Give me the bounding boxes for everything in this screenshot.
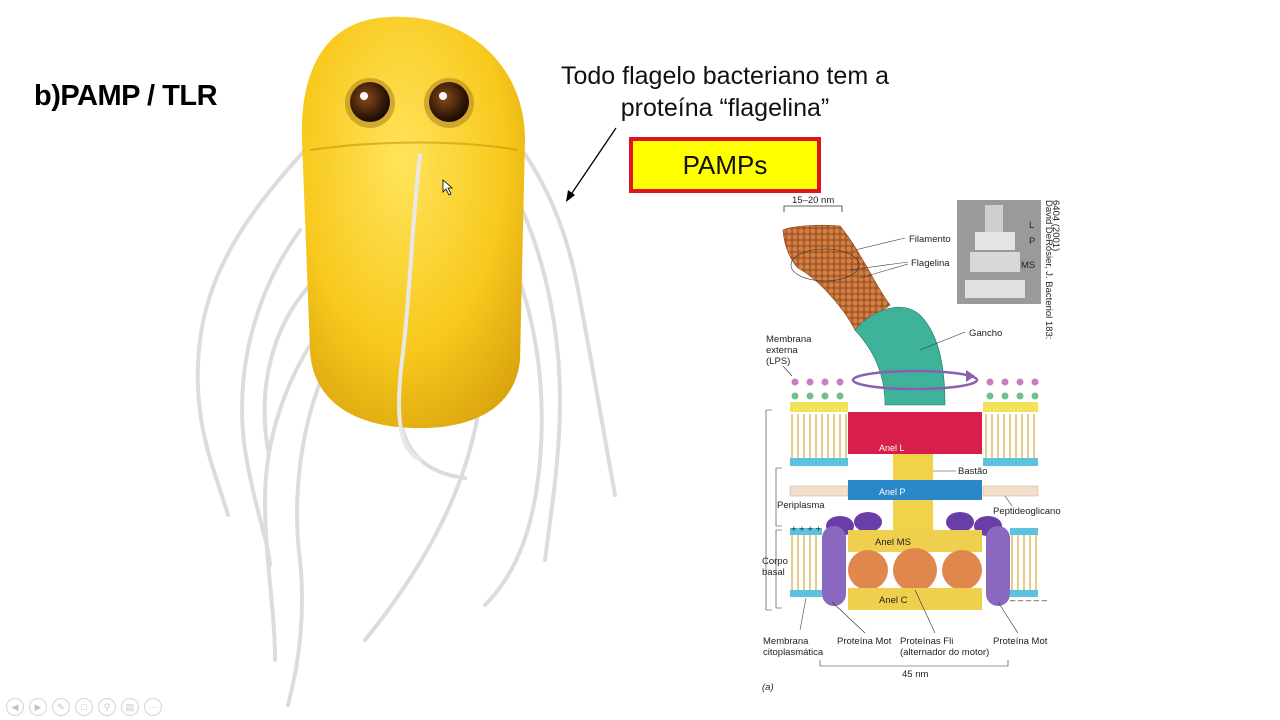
svg-text:MS: MS xyxy=(1021,260,1035,271)
svg-text:Membrana: Membrana xyxy=(763,636,809,647)
anel-l-label: Anel L xyxy=(879,443,905,453)
svg-text:P: P xyxy=(1029,236,1035,247)
svg-text:6404 (2001): 6404 (2001) xyxy=(1050,200,1061,251)
svg-text:(LPS): (LPS) xyxy=(766,356,790,367)
anel-c-label: Anel C xyxy=(879,595,908,606)
more-icon[interactable]: ⋯ xyxy=(144,698,162,716)
svg-text:(a): (a) xyxy=(762,682,774,693)
svg-text:45 nm: 45 nm xyxy=(902,669,928,680)
svg-text:Proteína Mot: Proteína Mot xyxy=(993,636,1048,647)
svg-text:Proteínas Fli: Proteínas Fli xyxy=(900,636,953,647)
svg-text:citoplasmática: citoplasmática xyxy=(763,647,824,658)
svg-text:Proteína Mot: Proteína Mot xyxy=(837,636,892,647)
anel-ms-label: Anel MS xyxy=(875,537,911,548)
svg-text:Corpo: Corpo xyxy=(762,556,788,567)
svg-text:L: L xyxy=(1029,220,1034,231)
filamento-label: Filamento xyxy=(909,234,951,245)
flagelina-label: Flagelina xyxy=(911,258,950,269)
pen-icon[interactable]: ✎ xyxy=(52,698,70,716)
next-icon[interactable]: ▶ xyxy=(29,698,47,716)
subtitle-icon[interactable]: ▤ xyxy=(121,698,139,716)
zoom-icon[interactable]: ⚲ xyxy=(98,698,116,716)
flagellin-caption: Todo flagelo bacteriano tem a proteína “… xyxy=(560,60,890,124)
anel-p-label: Anel P xyxy=(879,487,906,497)
caption-line-1: Todo flagelo bacteriano tem a xyxy=(561,62,889,90)
svg-text:(alternador do motor): (alternador do motor) xyxy=(900,647,989,658)
annotation-arrow xyxy=(566,127,617,202)
periplasma-label: Periplasma xyxy=(777,500,825,511)
prev-icon[interactable]: ◀ xyxy=(6,698,24,716)
pamps-box: PAMPs xyxy=(629,137,821,193)
flagellum-diagram: 15–20 nm Filamento Flagelina Gancho L P xyxy=(762,195,1061,693)
slide-title: b)PAMP / TLR xyxy=(34,80,218,112)
svg-text:+ + + +: + + + + xyxy=(791,524,822,535)
svg-text:– – – – –: – – – – – xyxy=(1010,595,1048,606)
svg-text:externa: externa xyxy=(766,345,798,356)
mouse-cursor-icon xyxy=(442,179,454,196)
slides-icon[interactable]: □ xyxy=(75,698,93,716)
svg-text:David DeRosier, J. Bacteriol 1: David DeRosier, J. Bacteriol 183: xyxy=(1043,200,1054,339)
svg-text:basal: basal xyxy=(762,567,785,578)
caption-line-2: proteína “flagelina” xyxy=(620,94,830,122)
width-label: 15–20 nm xyxy=(792,195,834,206)
gancho-label: Gancho xyxy=(969,328,1002,339)
bastao-label: Bastão xyxy=(958,466,988,477)
svg-text:Membrana: Membrana xyxy=(766,334,812,345)
eyes-icon xyxy=(345,78,474,128)
slideshow-toolbar: ◀ ▶ ✎ □ ⚲ ▤ ⋯ xyxy=(6,698,162,716)
peptideoglicano-label: Peptideoglicano xyxy=(993,506,1061,517)
